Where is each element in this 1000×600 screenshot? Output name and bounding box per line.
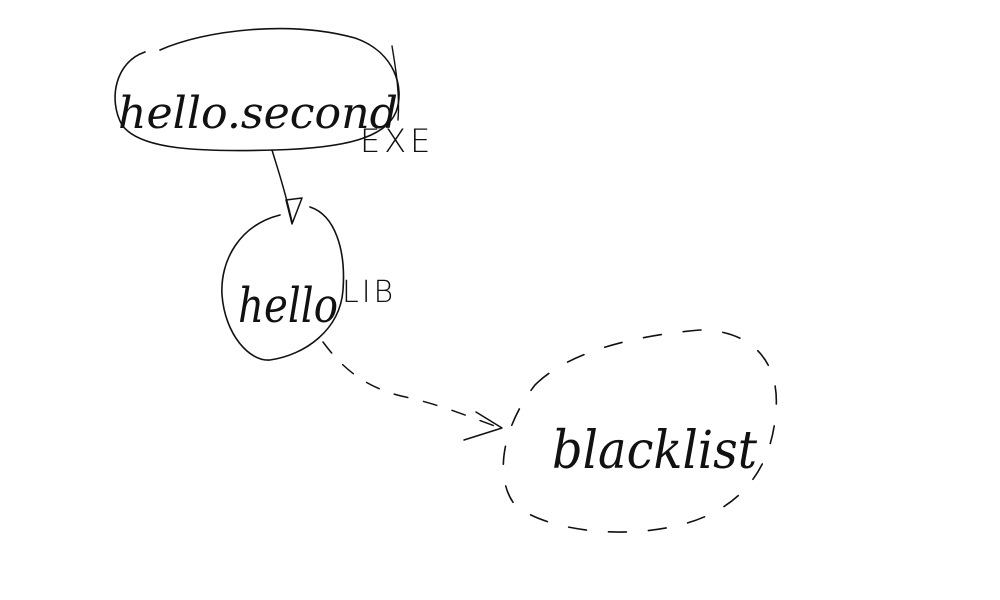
node-hello-lib-outline (221, 206, 345, 361)
edge-lib-to-blacklist-line (322, 341, 501, 429)
edge-lib-to-blacklist (322, 341, 503, 441)
node-hello-second-tick (391, 45, 400, 121)
node-hello-second-outline (114, 27, 400, 152)
node-hello-lib-tag: LIB (342, 275, 396, 310)
edge-lib-to-blacklist-arrowhead (463, 411, 503, 441)
node-blacklist: blacklist (502, 329, 778, 533)
node-blacklist-label: blacklist (552, 421, 757, 481)
node-hello-lib: hello LIB (221, 206, 396, 361)
node-hello-second-tag: EXE (360, 122, 434, 160)
node-hello-second: hello.second EXE (114, 27, 434, 160)
node-hello-lib-label: hello (238, 278, 338, 334)
edge-second-to-lib-arrowhead (285, 197, 303, 225)
node-hello-second-label: hello.second (118, 88, 398, 139)
edge-second-to-lib (271, 149, 303, 225)
